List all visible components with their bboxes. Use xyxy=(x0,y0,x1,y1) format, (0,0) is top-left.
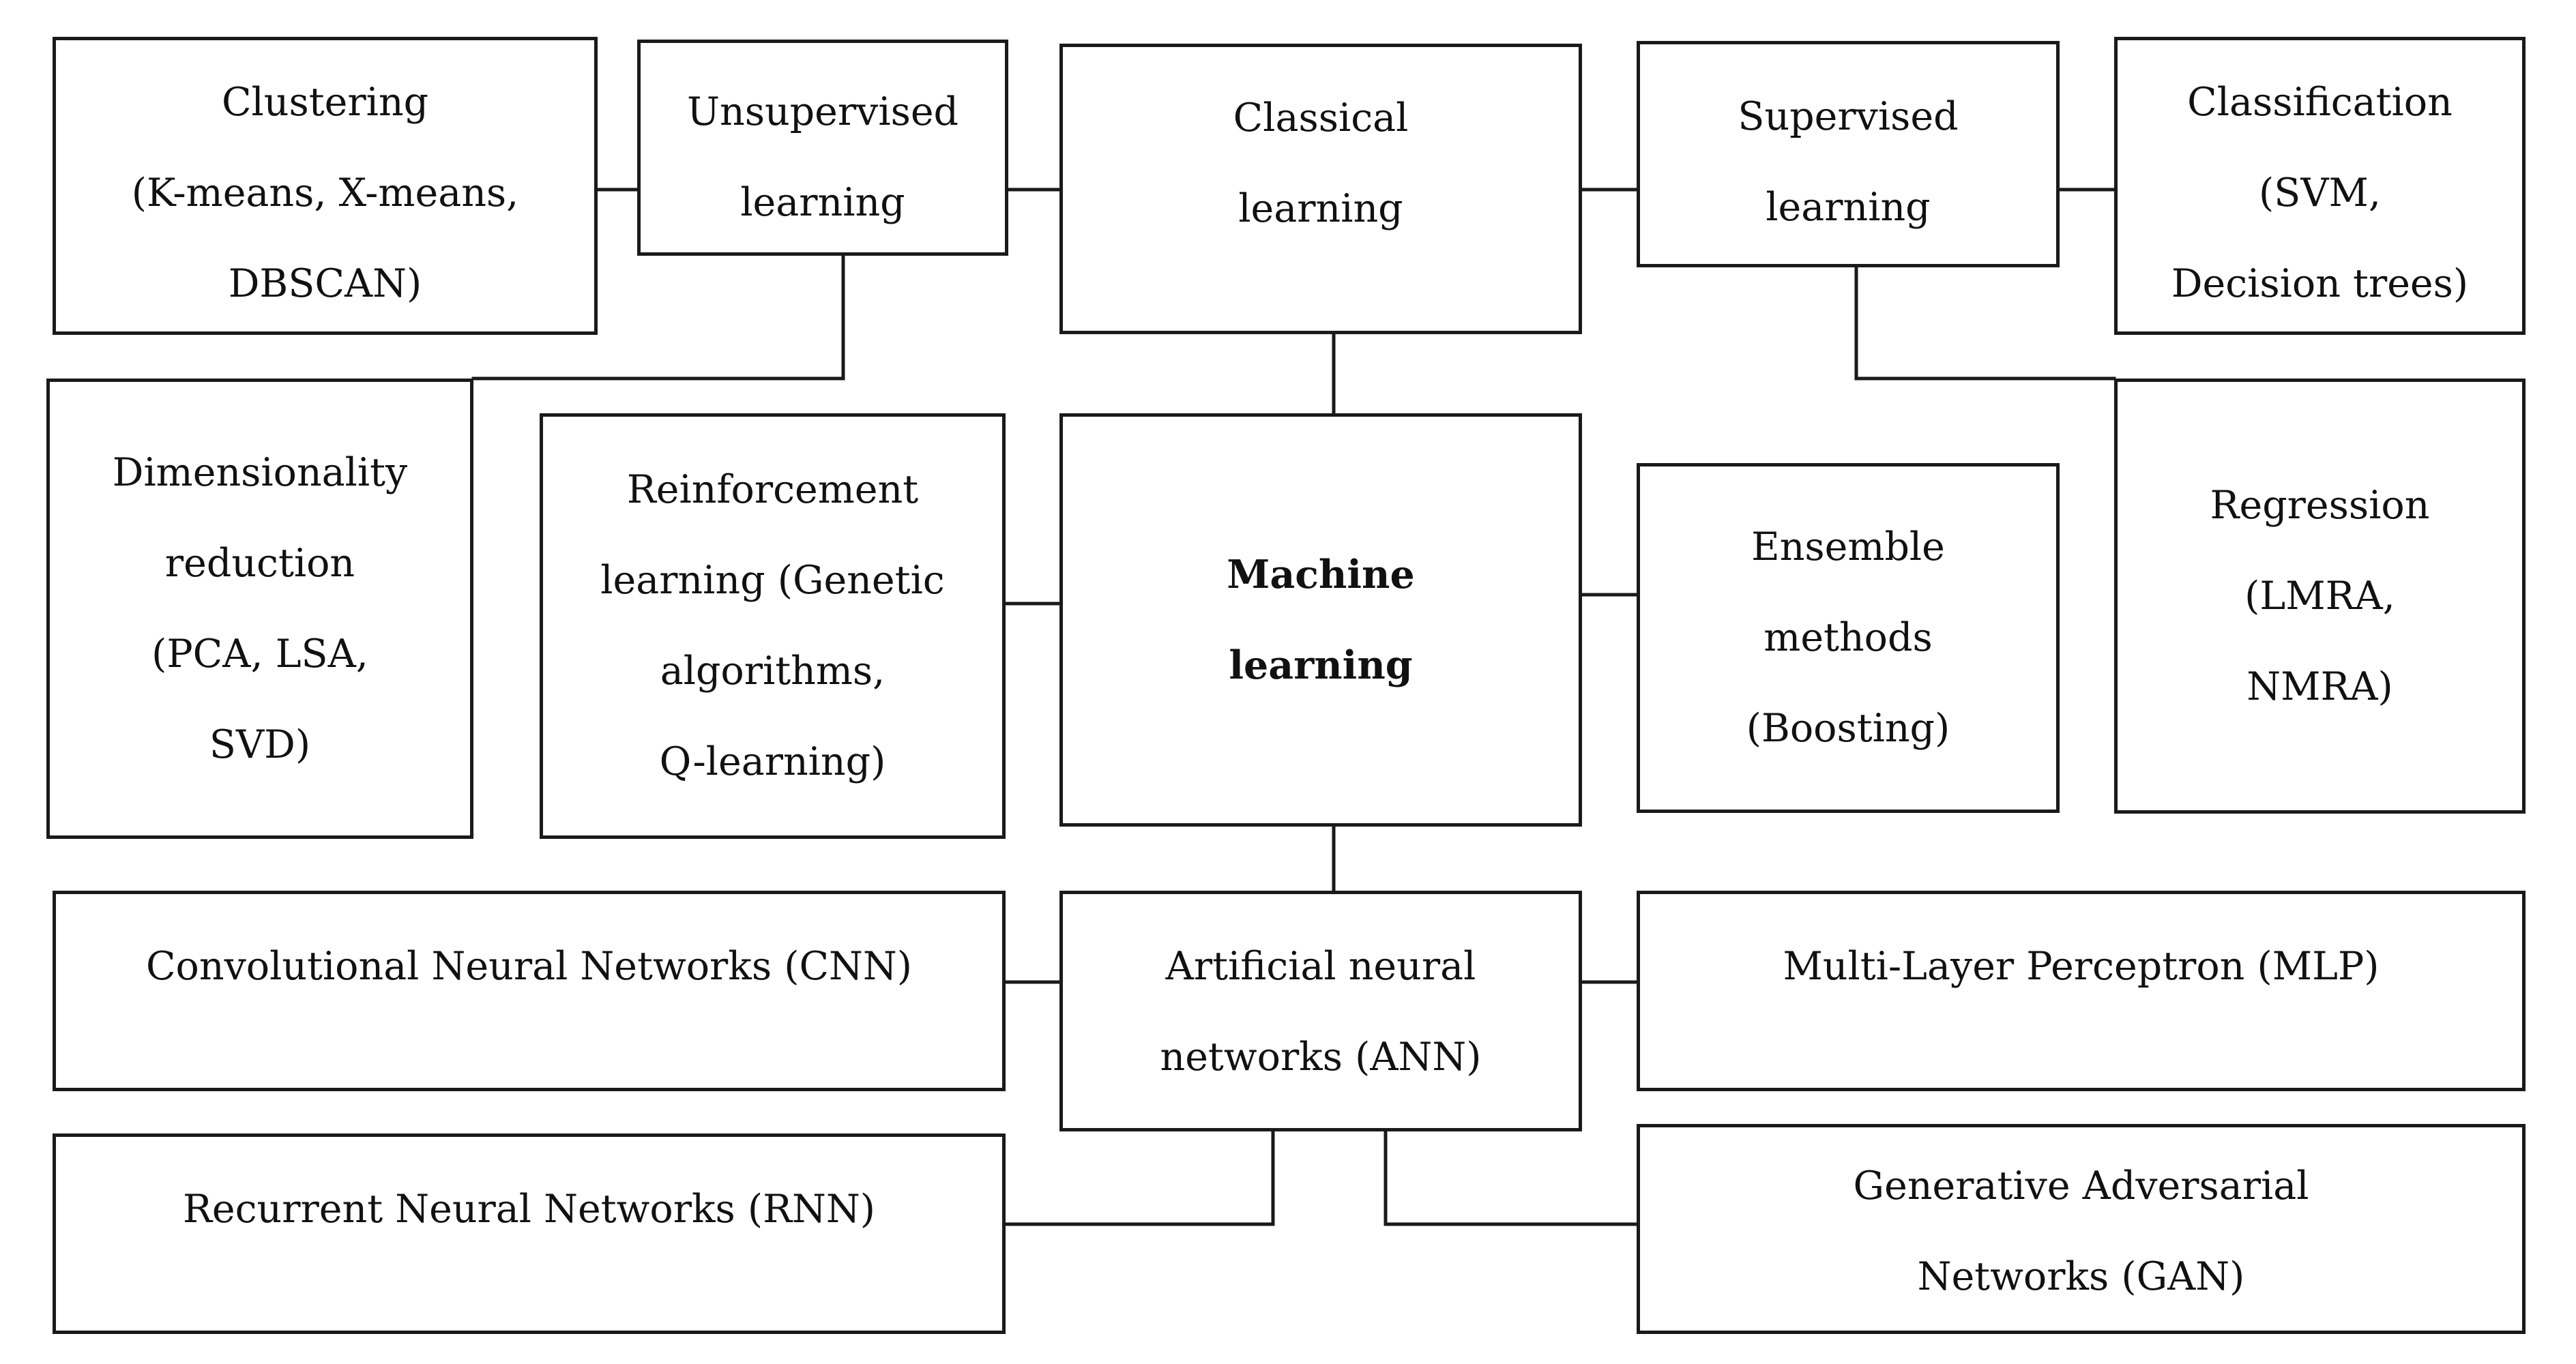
node-gan-line-1: Generative Adversarial xyxy=(1853,1163,2309,1209)
node-ensemble-line-3: (Boosting) xyxy=(1746,706,1950,751)
node-dimensionality-line-1: Dimensionality xyxy=(112,449,408,495)
node-cnn-line-1: Convolutional Neural Networks (CNN) xyxy=(145,944,913,989)
node-ensemble-line-2: methods xyxy=(1763,615,1933,660)
node-regression-line-2: (LMRA, xyxy=(2244,573,2395,619)
node-ann-line-2: networks (ANN) xyxy=(1160,1035,1482,1080)
node-classification-line-2: (SVM, xyxy=(2259,170,2381,216)
node-reinforcement-line-2: learning (Genetic xyxy=(600,558,945,603)
node-cnn: Convolutional Neural Networks (CNN) xyxy=(53,891,1006,1091)
node-regression-line-3: NMRA) xyxy=(2246,664,2393,709)
node-machine-learning-line-2: learning xyxy=(1229,642,1413,688)
node-machine-learning-line-1: Machine xyxy=(1227,552,1415,597)
node-classical-learning: Classical learning xyxy=(1059,44,1582,334)
node-clustering-line-3: DBSCAN) xyxy=(228,261,422,306)
node-reinforcement-learning: Reinforcement learning (Genetic algorith… xyxy=(540,413,1006,839)
node-supervised-line-2: learning xyxy=(1766,185,1931,230)
node-ensemble-line-1: Ensemble xyxy=(1751,524,1945,569)
node-regression-line-1: Regression xyxy=(2210,482,2430,528)
node-ann-line-1: Artificial neural xyxy=(1165,944,1476,989)
node-classification-line-1: Classification xyxy=(2187,80,2453,125)
node-clustering-line-2: (K-means, X-means, xyxy=(131,170,519,216)
node-reinforcement-line-3: algorithms, xyxy=(660,649,886,694)
node-classification: Classification (SVM, Decision trees) xyxy=(2114,37,2526,335)
node-mlp: Multi-Layer Perceptron (MLP) xyxy=(1637,891,2526,1091)
node-mlp-line-1: Multi-Layer Perceptron (MLP) xyxy=(1783,944,2380,989)
node-ann: Artificial neural networks (ANN) xyxy=(1059,891,1582,1131)
node-dimensionality-line-3: (PCA, LSA, xyxy=(151,631,368,677)
node-rnn-line-1: Recurrent Neural Networks (RNN) xyxy=(182,1187,876,1232)
node-clustering: Clustering (K-means, X-means, DBSCAN) xyxy=(53,37,598,335)
node-dimensionality-line-4: SVD) xyxy=(209,722,311,767)
node-classical-line-2: learning xyxy=(1238,186,1403,231)
node-reinforcement-line-1: Reinforcement xyxy=(626,467,919,512)
node-regression: Regression (LMRA, NMRA) xyxy=(2114,379,2526,814)
node-gan-line-2: Networks (GAN) xyxy=(1917,1254,2245,1299)
node-supervised-line-1: Supervised xyxy=(1738,94,1959,139)
node-dimensionality-reduction-content: Dimensionality reduction (PCA, LSA, SVD) xyxy=(46,379,473,839)
node-clustering-line-1: Clustering xyxy=(221,80,429,125)
node-supervised-learning: Supervised learning xyxy=(1637,41,2060,267)
node-rnn: Recurrent Neural Networks (RNN) xyxy=(53,1133,1006,1334)
node-machine-learning: Machine learning xyxy=(1059,413,1582,827)
node-reinforcement-line-4: Q-learning) xyxy=(659,739,886,784)
node-classical-line-1: Classical xyxy=(1233,95,1409,140)
node-classification-line-3: Decision trees) xyxy=(2171,261,2469,306)
node-unsupervised-learning: Unsupervised learning xyxy=(637,40,1008,256)
node-gan: Generative Adversarial Networks (GAN) xyxy=(1637,1124,2526,1334)
node-unsupervised-line-2: learning xyxy=(740,180,905,225)
node-ensemble-methods: Ensemble methods (Boosting) xyxy=(1637,463,2060,813)
node-dimensionality-line-2: reduction xyxy=(164,540,355,586)
node-unsupervised-line-1: Unsupervised xyxy=(686,89,959,134)
